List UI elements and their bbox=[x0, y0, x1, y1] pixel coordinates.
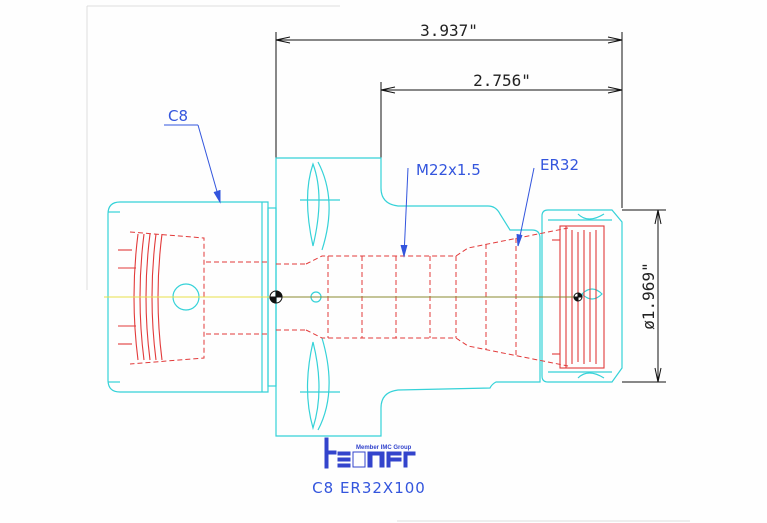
overall-length-label: 3.937" bbox=[420, 21, 478, 40]
body-length-label: 2.756" bbox=[473, 71, 531, 90]
callout-shank: C8 bbox=[164, 107, 221, 204]
callout-collet-label: ER32 bbox=[540, 156, 579, 174]
callout-collet: ER32 bbox=[516, 156, 579, 247]
callout-shank-label: C8 bbox=[168, 107, 188, 125]
callout-thread-label: M22x1.5 bbox=[416, 161, 481, 179]
logo-tagline: Member IMC Group bbox=[356, 445, 412, 451]
part-number-label: C8 ER32X100 bbox=[312, 479, 426, 497]
center-marks bbox=[269, 290, 583, 304]
diameter-label: ø1.969" bbox=[639, 262, 658, 329]
dimension-body-length: 2.756" bbox=[380, 71, 623, 160]
dimension-overall-length: 3.937" bbox=[275, 21, 623, 208]
callout-thread: M22x1.5 bbox=[400, 161, 481, 258]
iscar-logo: Member IMC Group bbox=[324, 437, 416, 469]
logo-mark bbox=[324, 437, 416, 469]
sheet-border bbox=[86, 5, 690, 522]
dimension-diameter: ø1.969" bbox=[622, 209, 666, 383]
